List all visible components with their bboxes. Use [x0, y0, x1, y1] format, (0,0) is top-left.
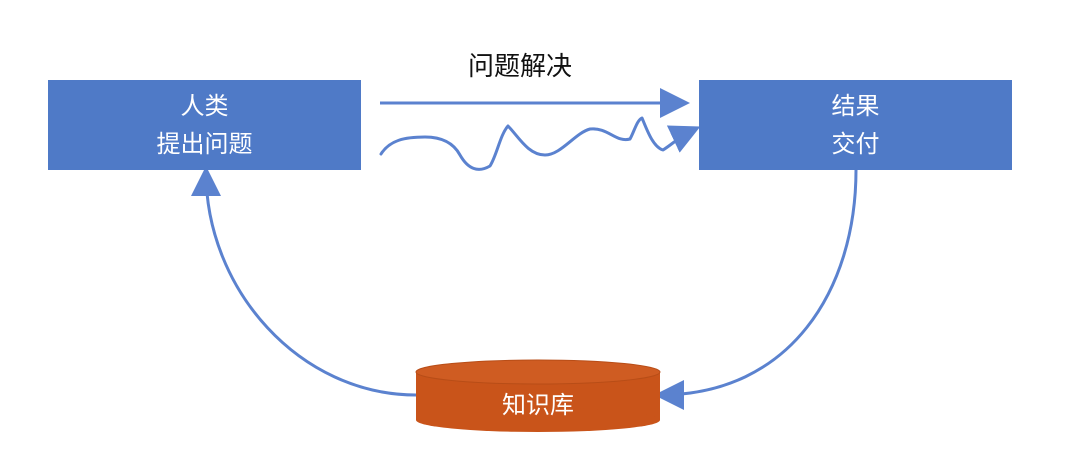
knowledge-base-cylinder	[415, 359, 661, 432]
wavy-path-arrow	[379, 116, 701, 171]
human-box-line1: 人类	[180, 92, 229, 120]
problem-solving-label: 问题解决	[467, 52, 572, 82]
human-question-box: 人类 提出问题	[48, 80, 361, 170]
human-box-line2: 提出问题	[156, 130, 253, 158]
knowledge-base-label: 知识库	[502, 391, 574, 419]
database-to-human-arrow	[191, 166, 417, 397]
result-box-line1: 结果	[831, 92, 880, 120]
result-delivery-box: 结果 交付	[699, 80, 1012, 170]
result-box-line2: 交付	[831, 130, 880, 158]
result-to-database-arrow	[654, 169, 858, 410]
